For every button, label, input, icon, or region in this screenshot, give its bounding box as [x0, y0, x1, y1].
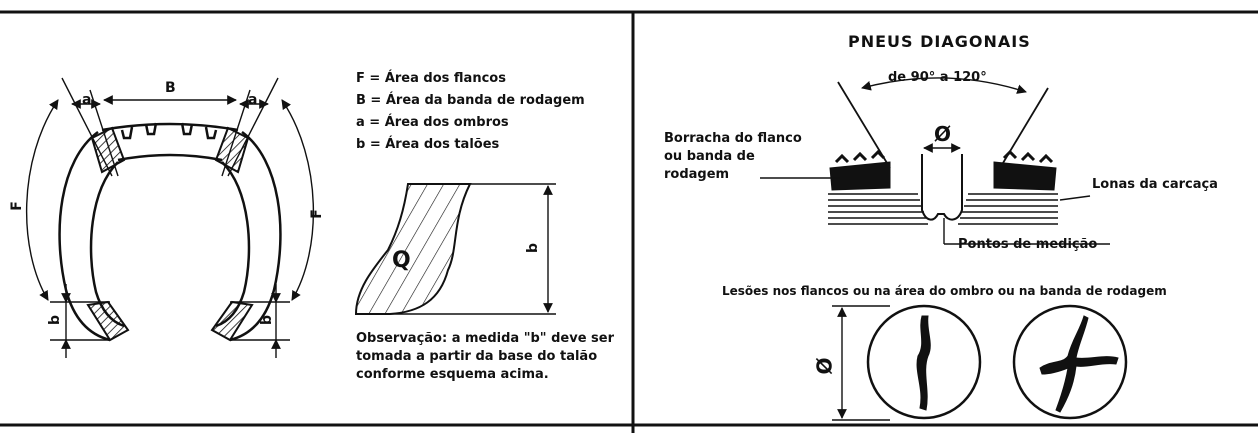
left-callout-line-2: ou banda de	[664, 149, 755, 164]
label-F-left: F	[8, 201, 25, 211]
legend-B: B = Área da banda de rodagem	[356, 93, 585, 108]
left-callout-line-1: Borracha do flanco	[664, 131, 802, 146]
right-shoulder-hatch	[214, 126, 250, 174]
label-F-right: F	[308, 209, 325, 219]
left-bead-hatch	[86, 300, 130, 342]
label-a-right: a	[248, 92, 258, 108]
bead-detail	[354, 183, 556, 315]
left-callout: Borracha do flanco ou banda de rodagem	[664, 130, 802, 184]
diameter-symbol: Ø	[934, 122, 952, 146]
tire-cross-section	[58, 122, 282, 342]
label-a-left: a	[82, 92, 92, 108]
lesions-caption: Lesões nos flancos ou na área do ombro o…	[722, 284, 1167, 298]
left-shoulder-hatch	[90, 126, 126, 174]
area-legend: F = Área dos flancos B = Área da banda d…	[356, 68, 585, 156]
legend-a: a = Área dos ombros	[356, 115, 509, 130]
left-callout-line-3: rodagem	[664, 167, 730, 182]
label-b-left: b	[47, 314, 64, 326]
label-B: B	[165, 80, 176, 96]
observation-note: Observação: a medida "b" deve ser tomada…	[356, 330, 614, 384]
lesion-diameter-symbol: Ø	[812, 357, 837, 375]
right-callout: Lonas da carcaça	[1092, 177, 1218, 192]
diagonal-tire-section	[760, 77, 1110, 245]
note-line-2: tomada a partir da base do talão	[356, 349, 598, 364]
label-b-detail: b	[525, 242, 542, 254]
legend-F: F = Área dos flancos	[356, 71, 506, 86]
label-Q: Q	[392, 248, 411, 273]
right-bead-hatch	[210, 300, 254, 342]
note-line-1: Observação: a medida "b" deve ser	[356, 331, 615, 346]
label-b-right: b	[259, 314, 276, 326]
panel-title: PNEUS DIAGONAIS	[848, 32, 1031, 51]
note-line-3: conforme esquema acima.	[356, 367, 549, 382]
angle-label: de 90° a 120°	[888, 70, 987, 85]
lesion-diagrams	[832, 304, 1128, 421]
legend-b: b = Área dos talões	[356, 137, 500, 152]
measure-callout: Pontos de medição	[958, 237, 1098, 252]
